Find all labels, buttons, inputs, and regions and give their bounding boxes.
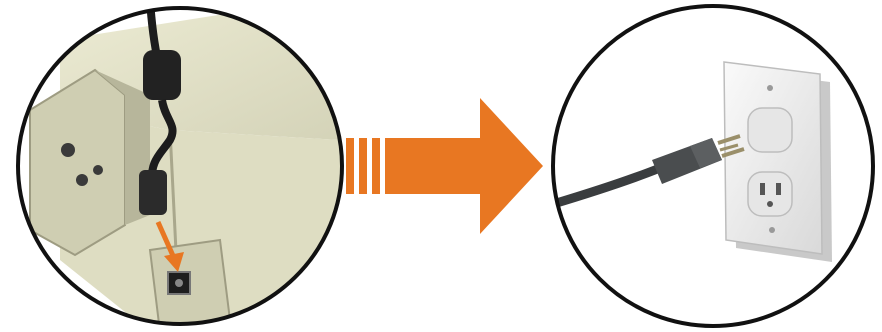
wall-outlet-panel bbox=[551, 4, 875, 328]
ferrite-core-icon bbox=[143, 50, 181, 100]
power-plug-icon bbox=[652, 134, 745, 184]
outlet-plate-icon bbox=[723, 61, 823, 255]
printer-body-illustration bbox=[18, 8, 342, 324]
insert-arrow-icon bbox=[155, 220, 184, 272]
cord-plug-icon bbox=[139, 170, 167, 215]
left-circle-frame bbox=[16, 6, 344, 326]
arrow-right-icon bbox=[346, 98, 543, 234]
right-circle-frame bbox=[551, 4, 875, 328]
printer-power-cord-panel bbox=[16, 6, 344, 326]
